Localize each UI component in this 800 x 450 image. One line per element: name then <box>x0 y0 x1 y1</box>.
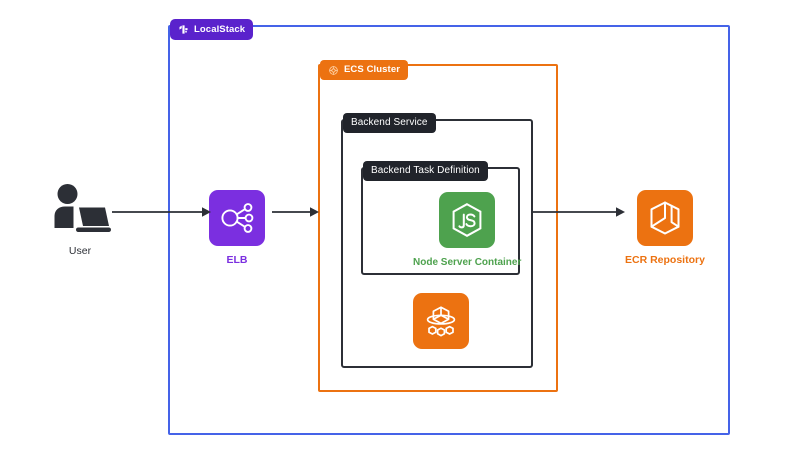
node-ecr-repository-label: ECR Repository <box>625 254 705 266</box>
ecs-cluster-badge-label: ECS Cluster <box>344 64 401 76</box>
group-ecs-cluster <box>318 64 558 392</box>
group-backend-service <box>341 119 533 368</box>
backend-service-badge-label: Backend Service <box>351 117 428 128</box>
ecs-cluster-badge: ECS Cluster <box>320 60 409 80</box>
node-user-label: User <box>68 245 92 257</box>
connector-user-to-elb <box>112 207 211 217</box>
backend-service-badge: Backend Service <box>343 113 436 133</box>
nodejs-js-hexagon-icon <box>439 192 496 248</box>
localstack-badge: LocalStack <box>170 19 254 40</box>
backend-task-definition-badge-label: Backend Task Definition <box>371 165 480 176</box>
connector-elb-to-ecs-cluster <box>272 207 319 217</box>
group-localstack <box>168 25 730 435</box>
localstack-badge-label: LocalStack <box>194 23 246 35</box>
localstack-logo-icon <box>178 24 189 35</box>
node-elb-label: ELB <box>226 254 248 266</box>
ecs-container-cube-icon <box>413 293 469 349</box>
connector-task-to-ecr <box>532 207 625 217</box>
elastic-load-balancer-icon <box>209 190 265 246</box>
ecr-repository-cube-icon <box>636 190 693 246</box>
node-user: User <box>49 183 111 258</box>
node-ecs-task-container <box>413 293 469 349</box>
node-node-server-container-label: Node Server Container <box>413 257 522 268</box>
node-ecr-repository: ECR Repository <box>625 190 705 267</box>
user-with-laptop-icon <box>54 184 111 232</box>
node-elb: ELB <box>209 190 265 267</box>
backend-task-definition-badge: Backend Task Definition <box>363 161 488 181</box>
ecs-cluster-icon <box>328 65 339 76</box>
node-node-server-container: Node Server Container <box>413 192 521 268</box>
